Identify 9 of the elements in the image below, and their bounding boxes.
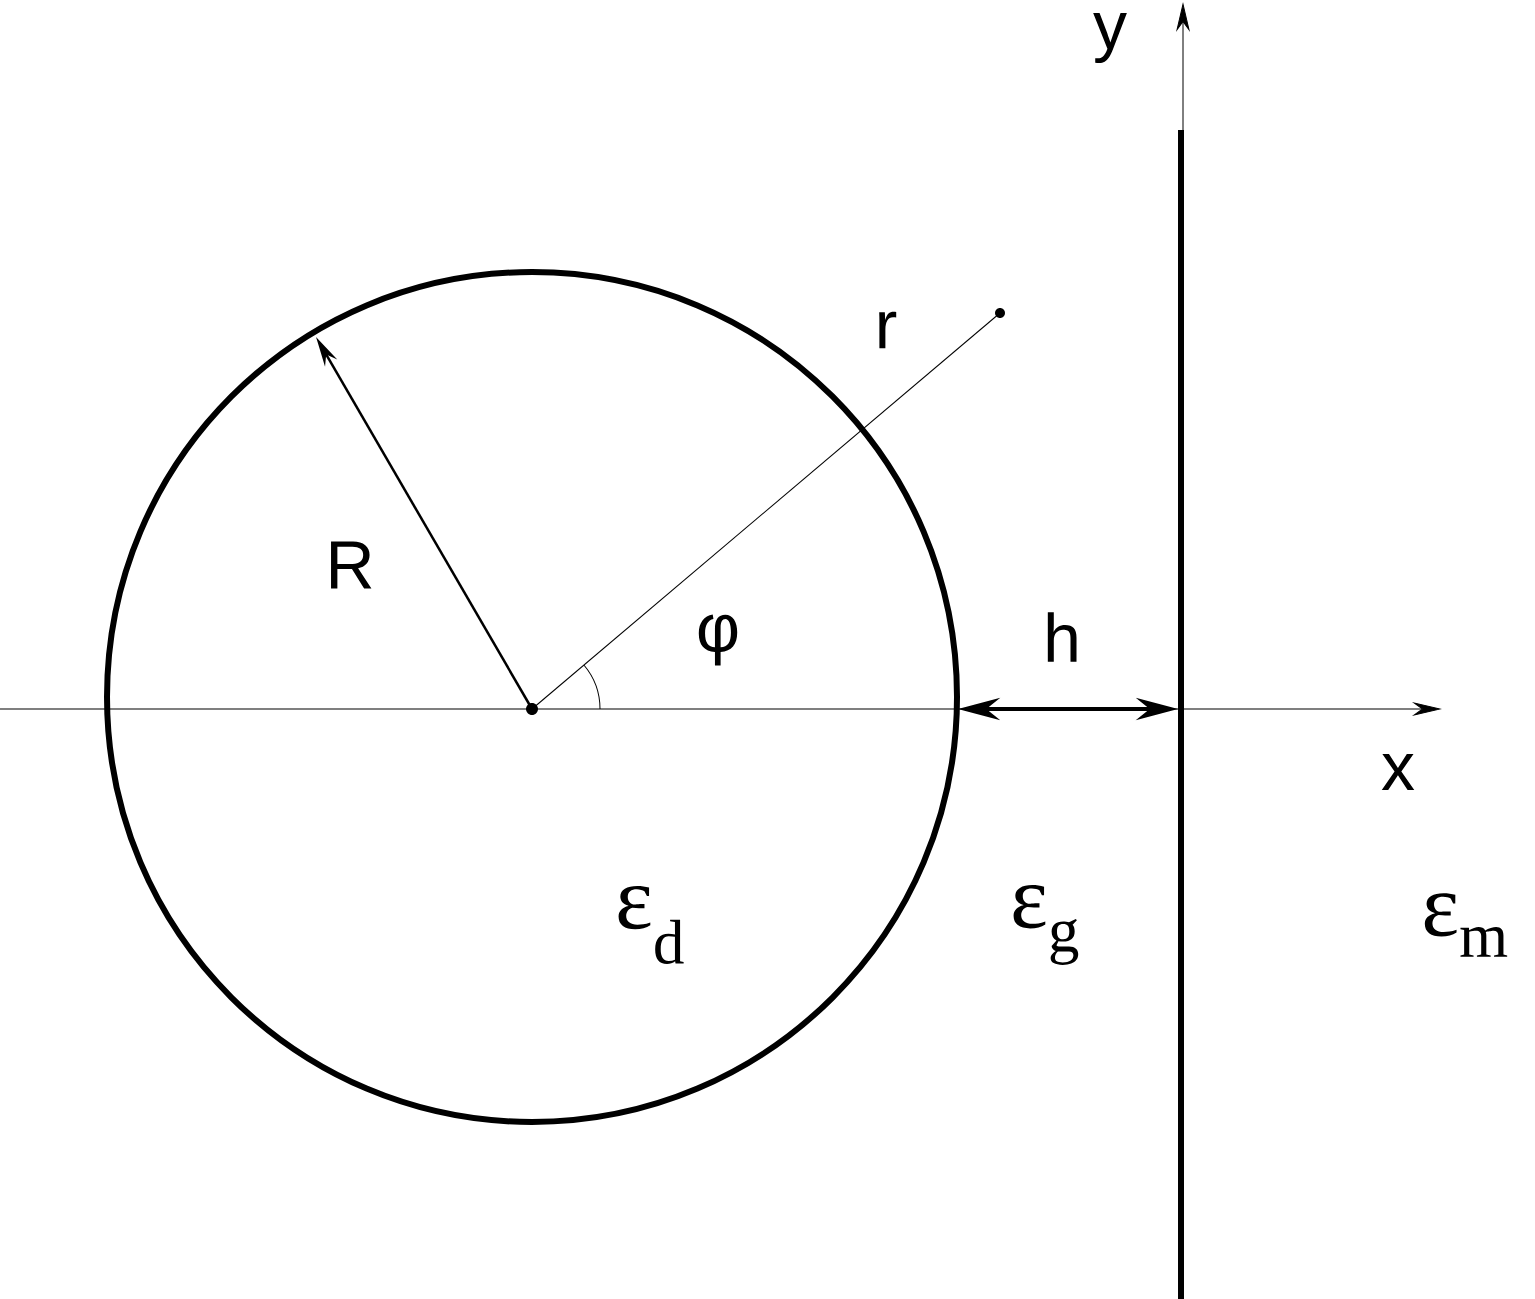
axis-label: y xyxy=(1093,13,1127,64)
medium-label: ε$_{m}$ xyxy=(1424,893,1508,957)
medium-label: ε$_{g}$ xyxy=(1013,885,1079,965)
medium-label: ε$_{d}$ xyxy=(618,885,684,965)
variable-label: R xyxy=(331,541,372,589)
axis-label: x xyxy=(1381,754,1415,790)
variable-label: r xyxy=(879,311,897,349)
variable-label: φ xyxy=(698,614,738,666)
variable-label: h xyxy=(1047,612,1077,662)
